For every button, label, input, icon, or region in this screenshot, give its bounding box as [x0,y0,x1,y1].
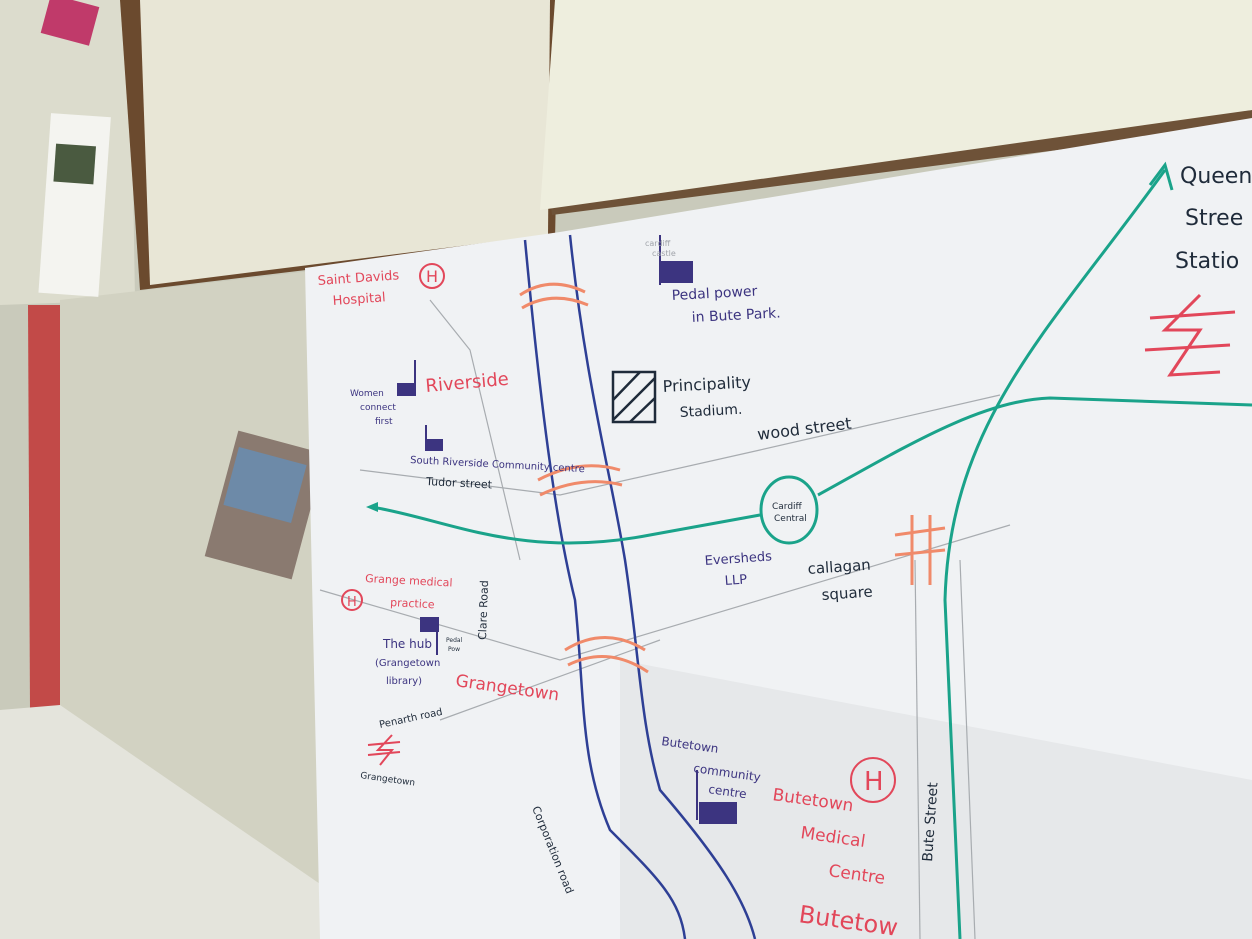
street-label-tudor: Tudor street [425,475,493,492]
flag-icon [659,235,693,285]
cardiff-central-station-circle [759,475,819,545]
place-label-hub-note: Pedal [446,637,463,644]
place-label-stadium: Principality [662,372,751,396]
place-label-stadium: Stadium. [679,402,742,421]
place-label-cardiff-castle: castle [652,249,676,258]
national-rail-icon [367,734,401,766]
hospital-h: H [426,267,438,286]
station-label-queen-street: Stree [1185,206,1243,231]
pencil-roads [319,299,1011,939]
place-label-hub: library) [386,676,422,687]
bridges [519,282,946,674]
place-label-eversheds: Eversheds [704,549,772,569]
upper-paper-left [140,0,550,285]
street-label-clare: Clare Road [476,580,491,640]
arrow-left-icon [366,502,378,512]
place-label-pedal-power: in Bute Park. [691,305,781,326]
radiator [0,705,400,939]
place-label: Women [350,389,384,399]
place-label-hub: (Grangetown [375,658,440,669]
cork-board-strip [548,110,1252,215]
street-label-bute: Bute Street [920,781,942,862]
hospital-label: Saint Davids [317,268,400,289]
place-label-pedal-power: Pedal power [671,284,758,304]
place-label-cardiff-castle: cardiff [645,239,671,248]
hospital-label: Hospital [332,290,386,309]
map-paper [305,118,1252,939]
street-label-callagan: callagan [807,556,871,578]
place-label-hub-note: Pow [448,646,460,653]
flag-icon [397,360,416,396]
hospital-h: H [864,767,884,797]
place-label-hub: The hub [382,637,432,651]
place-label-eversheds: LLP [724,572,747,589]
hospital-icon [850,757,896,803]
upper-paper-right [540,0,1252,210]
arrow-up-icon [1148,161,1174,191]
hospital-label: Grange medical [365,572,453,590]
flag-icon [696,770,737,824]
station-label-queen-street: Queen [1180,164,1252,189]
hospital-icon [341,589,363,611]
flag-icon [420,617,439,655]
place-label-butetown-cc: centre [708,782,748,801]
railway-line [371,169,1252,939]
place-label: first [375,417,393,427]
national-rail-icon [1144,293,1236,377]
station-label-queen-street: Statio [1175,249,1239,274]
flag-icon [425,425,443,451]
station-label-cardiff-central: Central [774,514,807,524]
map-paper-lower-sheet [620,660,1252,939]
street-label-callagan: square [821,582,873,604]
station-label-cardiff-central: Cardiff [772,502,803,512]
red-strip [28,305,70,720]
pink-card [40,0,100,46]
place-label: connect [360,403,396,413]
hospital-h: H [347,595,357,610]
hospital-icon [419,263,445,289]
hospital-label: practice [390,596,435,611]
pinned-photo-sky [223,446,307,524]
leaflet-photo [53,143,96,185]
stadium-icon [611,370,657,424]
leaflet [38,113,111,297]
river-taff [523,234,757,939]
